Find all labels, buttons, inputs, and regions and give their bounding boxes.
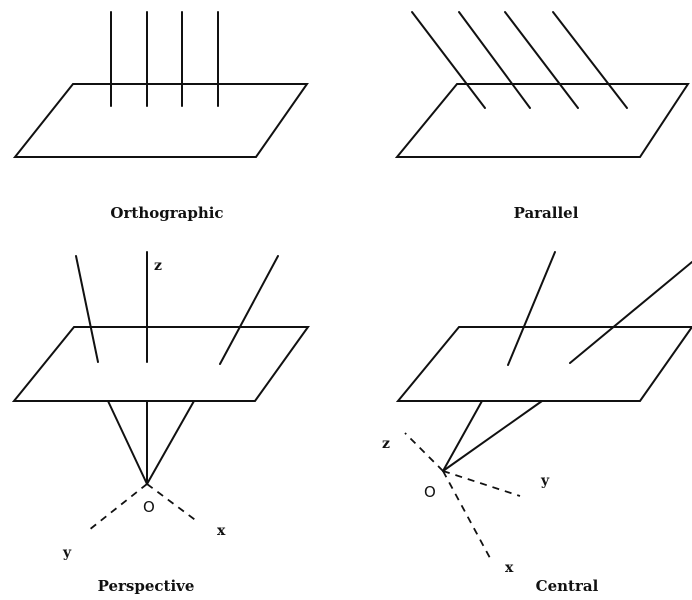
perspective-ray — [219, 255, 279, 365]
central-x-label: x — [505, 560, 514, 576]
perspective-projector — [107, 400, 148, 485]
orthographic-panel: Orthographic — [12, 11, 309, 222]
perspective-x-label: x — [217, 523, 226, 539]
perspective-z-label: z — [154, 258, 162, 274]
parallel-ray — [458, 11, 531, 109]
perspective-projector — [146, 400, 195, 485]
central-origin-label: O — [424, 483, 436, 501]
parallel-panel: Parallel — [394, 11, 690, 222]
orthographic-caption: Orthographic — [110, 204, 223, 222]
parallel-plane — [394, 83, 690, 158]
central-projector — [442, 400, 543, 472]
perspective-x-axis — [146, 483, 199, 523]
central-ray — [507, 251, 556, 366]
central-y-axis — [442, 470, 521, 497]
central-y-label: y — [540, 473, 550, 489]
perspective-ray — [75, 255, 99, 363]
central-z-axis — [404, 432, 444, 472]
central-projector — [442, 400, 483, 472]
parallel-caption: Parallel — [514, 204, 579, 222]
central-ray — [569, 261, 692, 364]
central-z-label: z — [382, 436, 390, 452]
orthographic-plane — [12, 83, 309, 158]
parallel-ray — [504, 11, 579, 109]
central-panel: z O y x Central — [382, 251, 692, 595]
perspective-y-axis — [88, 483, 148, 531]
parallel-ray — [552, 11, 628, 109]
perspective-plane — [11, 326, 310, 402]
perspective-panel: z O x y Perspective — [11, 251, 310, 595]
perspective-y-label: y — [62, 545, 72, 561]
central-caption: Central — [536, 577, 599, 595]
parallel-ray — [411, 11, 486, 109]
central-plane — [395, 326, 692, 402]
perspective-caption: Perspective — [98, 577, 195, 595]
central-x-axis — [442, 470, 491, 559]
perspective-origin-label: O — [143, 498, 155, 516]
